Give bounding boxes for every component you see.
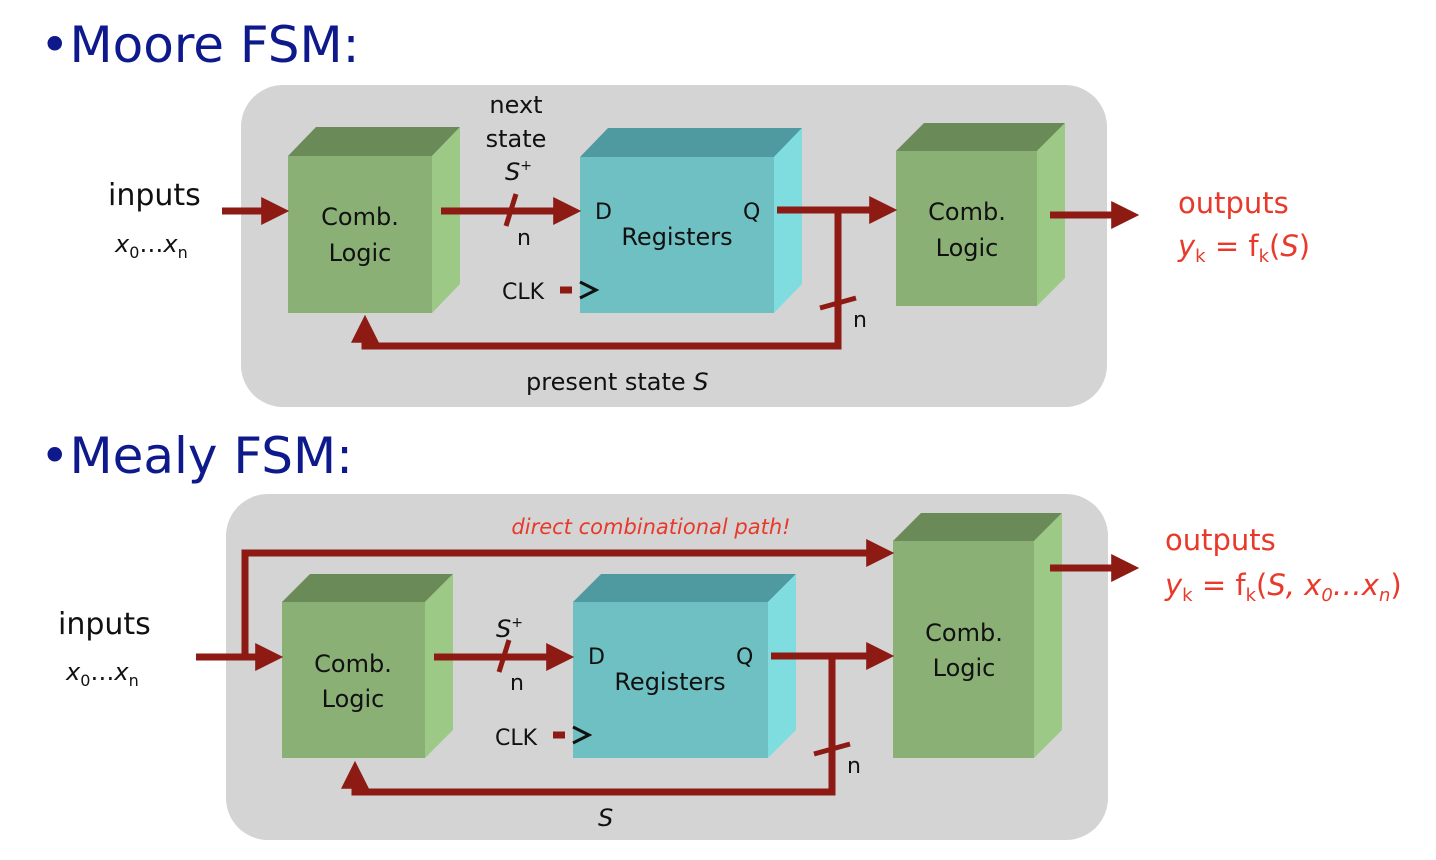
moore-comb-logic-1: Comb. Logic [288,127,460,313]
mealy-direct-path-label: direct combinational path! [511,515,790,539]
mealy-registers-label: Registers [614,668,725,696]
moore-bus-tick-2 [819,295,857,311]
mealy-registers: Registers D Q [573,574,796,758]
mealy-comb-logic-2: Comb. Logic [893,513,1062,758]
moore-s-plus: S+ [505,158,532,186]
mealy-comb-logic-2-line1: Comb. [925,619,1003,647]
moore-outputs-eq: yk = fk(S) [1177,229,1310,267]
moore-state-label: state [486,125,547,153]
mealy-direct-path-wire [241,539,895,657]
mealy-outputs-eq: yk = fk(S, x0…xn) [1164,568,1402,606]
mealy-bus-width-1: n [510,671,524,696]
mealy-inputs-label: inputs [58,607,151,642]
moore-outputs-label: outputs [1178,186,1289,220]
mealy-port-d: D [588,645,605,670]
mealy-port-q: Q [736,645,753,670]
mealy-outputs-label: outputs [1165,523,1276,557]
moore-registers: Registers D Q [580,128,802,313]
moore-clk-label: CLK [502,280,545,305]
moore-inputs-vars: x0…xn [114,230,188,262]
mealy-comb-logic-2-line2: Logic [933,654,996,682]
mealy-clk-triangle-icon [572,725,593,745]
moore-comb-logic-1-line1: Comb. [321,203,399,231]
moore-bus-width-2: n [853,308,867,333]
moore-comb-logic-2-line1: Comb. [928,198,1006,226]
moore-feedback-wire [351,210,842,350]
moore-port-q: Q [743,200,760,225]
moore-comb-logic-2-line2: Logic [936,234,999,262]
mealy-s-plus: S+ [496,615,523,643]
mealy-bus-width-2: n [847,754,861,779]
mealy-inputs-vars: x0…xn [65,658,139,690]
mealy-clk-label: CLK [495,726,538,751]
moore-bus-tick-1 [503,193,519,227]
moore-clk-triangle-icon [579,280,600,300]
moore-bus-width-1: n [517,226,531,251]
moore-present-state-label: present state S [526,368,709,396]
moore-comb-logic-2: Comb. Logic [896,123,1065,306]
moore-next-label: next [489,91,542,119]
moore-comb-logic-1-line2: Logic [329,239,392,267]
mealy-bus-tick-2 [813,741,851,757]
mealy-feedback-label: S [598,804,613,832]
mealy-feedback-wire [341,656,836,796]
moore-inputs-label: inputs [108,178,201,213]
mealy-bus-tick-1 [496,639,512,673]
mealy-comb-logic-1: Comb. Logic [282,574,453,758]
moore-port-d: D [595,200,612,225]
mealy-comb-logic-1-line2: Logic [322,685,385,713]
moore-heading: •Moore FSM: [40,16,360,74]
moore-registers-label: Registers [621,223,732,251]
mealy-heading: •Mealy FSM: [40,427,353,485]
mealy-comb-logic-1-line1: Comb. [314,650,392,678]
